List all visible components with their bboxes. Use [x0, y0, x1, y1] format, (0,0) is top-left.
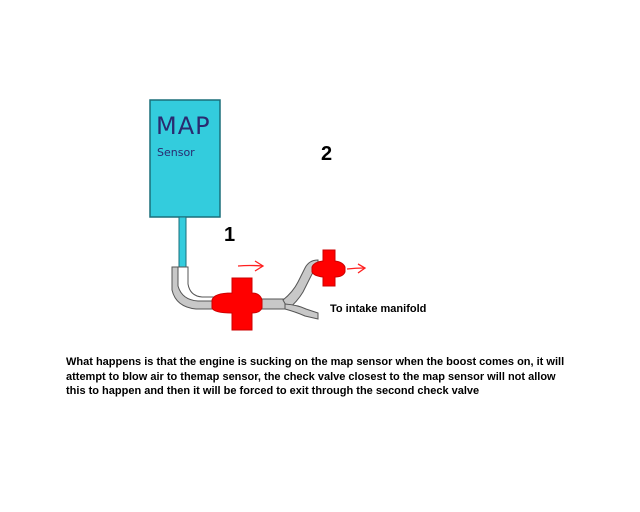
hose-outline-sensor — [178, 266, 221, 309]
intake-manifold-label: To intake manifold — [330, 303, 427, 315]
explanation-text: What happens is that the engine is sucki… — [66, 356, 565, 397]
map-sensor-subtitle: Sensor — [157, 146, 195, 159]
flow-arrow-1 — [237, 260, 265, 272]
flow-arrow-2 — [346, 263, 367, 274]
hose-branch-intake — [284, 303, 319, 320]
map-sensor-box — [149, 99, 221, 218]
label-number-one: 1 — [224, 224, 236, 246]
map-sensor-title: MAP — [156, 112, 211, 140]
check-valve-1 — [211, 277, 263, 331]
check-valve-2 — [311, 249, 346, 287]
sensor-tube — [178, 216, 187, 268]
label-number-two: 2 — [321, 143, 333, 165]
